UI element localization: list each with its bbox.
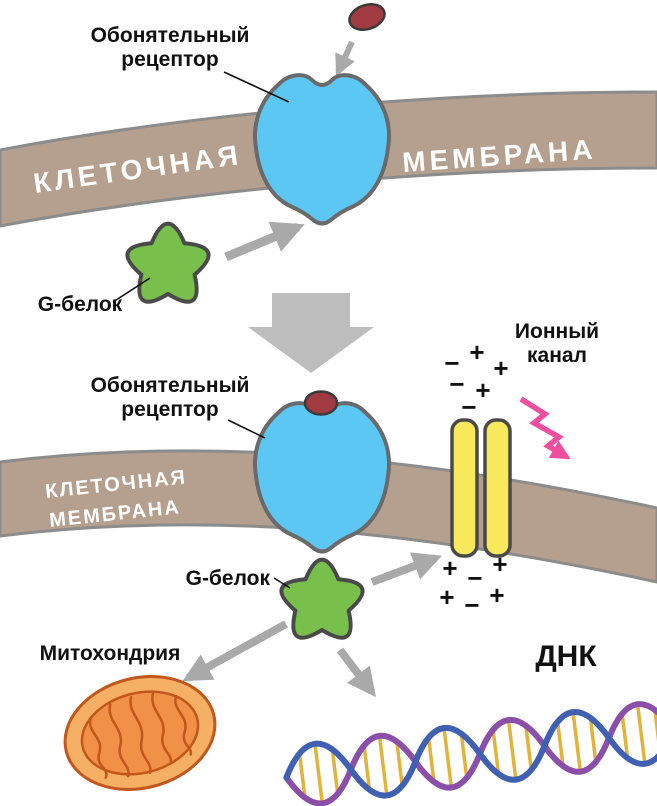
dna-rung xyxy=(459,734,469,777)
dna-rung xyxy=(556,722,565,765)
dna-rung xyxy=(588,718,598,761)
dna-rung xyxy=(330,750,340,793)
dna-rung xyxy=(524,726,533,769)
ion-symbol: − xyxy=(444,348,459,378)
odorant-molecule-bound xyxy=(303,390,339,416)
mitochondria-cristae xyxy=(88,692,193,779)
ion-symbol: − xyxy=(449,369,464,399)
odorant-to-receptor-arrow xyxy=(335,40,355,77)
ion-channel-label-line2: канал xyxy=(527,344,587,367)
receptor-label-top-line1: Обонятельный xyxy=(91,24,250,47)
ions-above-channel: − + + − + − xyxy=(444,337,508,422)
gprotein-bottom xyxy=(279,557,365,640)
crista xyxy=(88,716,108,779)
gprotein-label-top: G-белок xyxy=(38,293,123,316)
gprotein-to-receptor-arrow xyxy=(224,221,305,262)
dna-rung xyxy=(362,746,372,789)
ion-symbol: − xyxy=(461,392,476,422)
ion-symbol: + xyxy=(475,375,490,405)
dna-rung xyxy=(620,714,630,758)
ion-symbol: + xyxy=(492,549,507,579)
gprotein-label-bottom-pointer xyxy=(273,577,291,589)
receptor-label-top-pointer xyxy=(223,71,290,103)
dna-rung xyxy=(313,743,325,804)
ion-channel xyxy=(450,418,512,558)
crista xyxy=(151,692,173,765)
crista xyxy=(108,703,130,778)
dna-rung xyxy=(653,710,657,754)
gprotein-to-ionchannel-arrow xyxy=(370,552,442,586)
ion-symbol: − xyxy=(467,563,482,593)
olfactory-receptor-top xyxy=(252,73,392,226)
receptor-label-top-line2: рецептор xyxy=(121,48,218,71)
gprotein-to-dna-arrow xyxy=(336,647,376,698)
dna-rung xyxy=(377,735,389,796)
receptor-label-bottom-line2: рецептор xyxy=(121,398,218,421)
crista xyxy=(129,695,152,775)
dna-rung xyxy=(491,730,501,773)
gprotein-label-top-pointer xyxy=(112,277,151,303)
crista xyxy=(174,694,193,756)
mitochondria xyxy=(63,675,217,791)
gprotein-label-bottom: G-белок xyxy=(186,567,271,590)
ion-channel-label-line1: Ионный xyxy=(515,320,599,343)
labels: Обонятельный рецептор G-белок Ионный кан… xyxy=(38,24,599,673)
dna-rung xyxy=(506,719,518,780)
stage-transition-arrow xyxy=(248,293,374,373)
ion-symbol: + xyxy=(489,580,504,610)
receptor-label-bottom-line1: Обонятельный xyxy=(91,374,250,397)
ion-flow-zigzag-arrow xyxy=(519,396,571,460)
dna-strand-a xyxy=(283,709,657,799)
dna-helix xyxy=(283,701,657,806)
signal-arrows xyxy=(182,40,442,698)
dna-rung xyxy=(426,738,436,781)
receptor-label-bottom-pointer xyxy=(227,419,266,439)
dna-rung xyxy=(571,711,583,772)
dna-rungs xyxy=(297,703,657,804)
gprotein-to-mitochondria-arrow xyxy=(182,620,288,682)
ion-symbol: + xyxy=(442,553,457,583)
dna-rung xyxy=(297,754,307,797)
dna-rung xyxy=(635,703,647,764)
ions-below-channel: + − + + − + xyxy=(439,549,507,620)
ion-symbol: − xyxy=(464,590,479,620)
odorant-molecule-free xyxy=(348,3,386,31)
ion-symbol: + xyxy=(439,582,454,612)
dna-rung xyxy=(395,742,404,785)
ion-channel-bar-right xyxy=(483,418,512,558)
mitochondria-label: Митохондрия xyxy=(40,642,181,665)
gprotein-top xyxy=(125,221,211,304)
ion-symbol: + xyxy=(493,353,508,383)
dna-rung xyxy=(442,727,454,788)
ion-symbol: + xyxy=(469,337,484,367)
ion-channel-bar-left xyxy=(450,418,479,558)
dna-label: ДНК xyxy=(535,640,597,673)
